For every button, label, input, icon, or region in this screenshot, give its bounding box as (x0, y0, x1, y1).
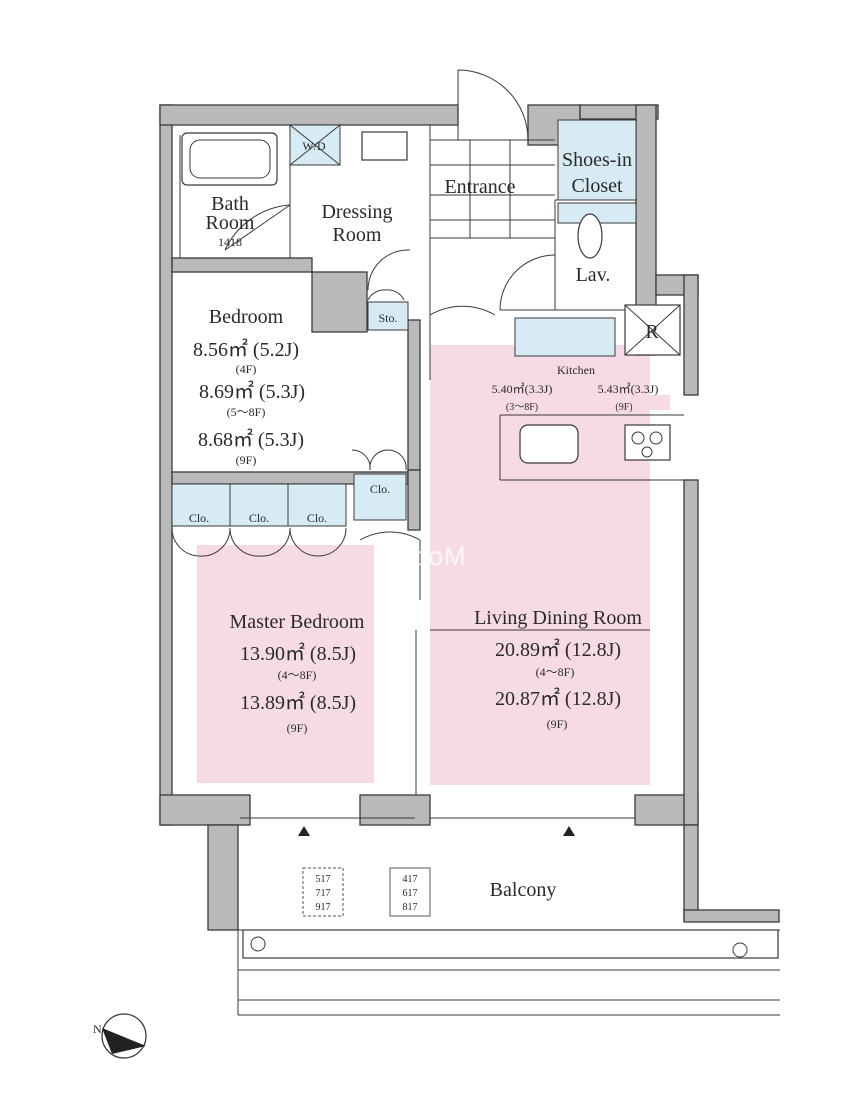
closet-fill-3 (287, 483, 347, 527)
walls (159, 104, 780, 931)
watermark: RooM (393, 541, 466, 571)
bath-code: 1418 (218, 235, 242, 249)
window-marker-icon (563, 826, 575, 836)
closet-label-4: Clo. (370, 482, 390, 496)
balcony-structure (237, 817, 780, 1016)
bedroom-floor-1: (4F) (236, 362, 257, 376)
shoes-closet-label: Shoes-in (562, 149, 632, 171)
bedroom-area-3: 8.68㎡ (5.3J) (198, 427, 304, 451)
wall-east (683, 274, 699, 396)
master-bedroom-floor-1: (4～8F) (278, 668, 317, 682)
kitchen-floor-1: (3～8F) (506, 402, 538, 413)
bedroom-floor-3: (9F) (236, 453, 257, 467)
kitchen-sink-icon (519, 424, 579, 464)
refrigerator-label: R (645, 321, 659, 343)
wall-bath-dressing (171, 257, 313, 273)
master-bedroom-area-1: 13.90㎡ (8.5J) (240, 641, 356, 665)
kitchen-floor-2: (9F) (615, 402, 632, 413)
balcony-unit-left-3: 917 (316, 902, 331, 913)
wall-north-left (159, 104, 459, 126)
kitchen-title: Kitchen (557, 363, 595, 377)
balcony-unit-right-2: 617 (403, 888, 418, 899)
master-bedroom-title: Master Bedroom (230, 611, 365, 633)
wall-west (159, 104, 173, 826)
wall-master-east (407, 469, 421, 531)
balcony-unit-left-2: 717 (316, 888, 331, 899)
storage-label: Sto. (378, 311, 397, 325)
bedroom-floor-2: (5～8F) (227, 405, 266, 419)
bathtub-icon (181, 132, 278, 186)
wall-balcony-west (207, 824, 239, 931)
living-dining-area-1: 20.89㎡ (12.8J) (495, 637, 621, 661)
closet-label-2: Clo. (249, 511, 269, 525)
bedroom-area-2: 8.69㎡ (5.3J) (199, 379, 305, 403)
master-bedroom-zone (197, 545, 374, 783)
closet-fill-2 (229, 483, 289, 527)
shoes-closet-label-2: Closet (571, 175, 623, 197)
entrance-label: Entrance (444, 176, 515, 198)
bedroom-area-1: 8.56㎡ (5.2J) (193, 337, 299, 361)
wall-bedroom-east (407, 319, 421, 471)
dressing-label-2: Room (333, 224, 382, 246)
interior-lines (171, 69, 684, 795)
closet-label-3: Clo. (307, 511, 327, 525)
lav-label: Lav. (576, 264, 611, 286)
balcony-unit-left-1: 517 (316, 874, 331, 885)
bath-label-2: Room (206, 212, 255, 234)
living-dining-title: Living Dining Room (474, 607, 642, 629)
living-dining-floor-2: (9F) (547, 717, 568, 731)
closet-label-1: Clo. (189, 511, 209, 525)
toilet-icon (577, 213, 603, 259)
fixtures (171, 119, 681, 527)
balcony-unit-right-1: 417 (403, 874, 418, 885)
window-marker-icon (298, 826, 310, 836)
storage-fill (367, 301, 409, 331)
drain-left-icon (250, 936, 266, 952)
living-dining-area-2: 20.87㎡ (12.8J) (495, 686, 621, 710)
master-bedroom-floor-2: (9F) (287, 721, 308, 735)
wall-sto (311, 271, 368, 333)
bedroom-title: Bedroom (209, 306, 284, 328)
wall-south-mid (359, 794, 431, 826)
wall-balcony-east-ext (683, 909, 780, 923)
dressing-label: Dressing (321, 201, 392, 223)
kitchen-area-2: 5.43㎡(3.3J) (598, 382, 659, 396)
living-dining-zone (430, 345, 650, 785)
shoes-closet-fill (557, 119, 637, 201)
living-zones (197, 345, 670, 785)
washbasin-icon (361, 131, 408, 161)
drain-right-icon (732, 942, 748, 958)
wd-label: W/D (302, 139, 326, 153)
balcony-label: Balcony (490, 879, 557, 901)
wall-balcony-east (683, 824, 699, 921)
closet-fill-4 (353, 473, 407, 521)
kitchen-zone (520, 395, 670, 410)
wall-east-lower (683, 479, 699, 826)
living-dining-floor-1: (4～8F) (536, 665, 575, 679)
master-bedroom-area-2: 13.89㎡ (8.5J) (240, 690, 356, 714)
kitchen-area-1: 5.40㎡(3.3J) (492, 382, 553, 396)
kitchen-cabinet-fill (514, 317, 616, 357)
room-labels: Bath Room 1418 W/D Dressing Room Entranc… (189, 139, 660, 913)
stove-icon (624, 424, 671, 461)
balcony-unit-right-3: 817 (403, 902, 418, 913)
north-arrow-icon: N (93, 1013, 147, 1059)
wall-south-left (159, 794, 251, 826)
bath-label: Bath (211, 193, 249, 215)
north-label: N (93, 1022, 102, 1036)
